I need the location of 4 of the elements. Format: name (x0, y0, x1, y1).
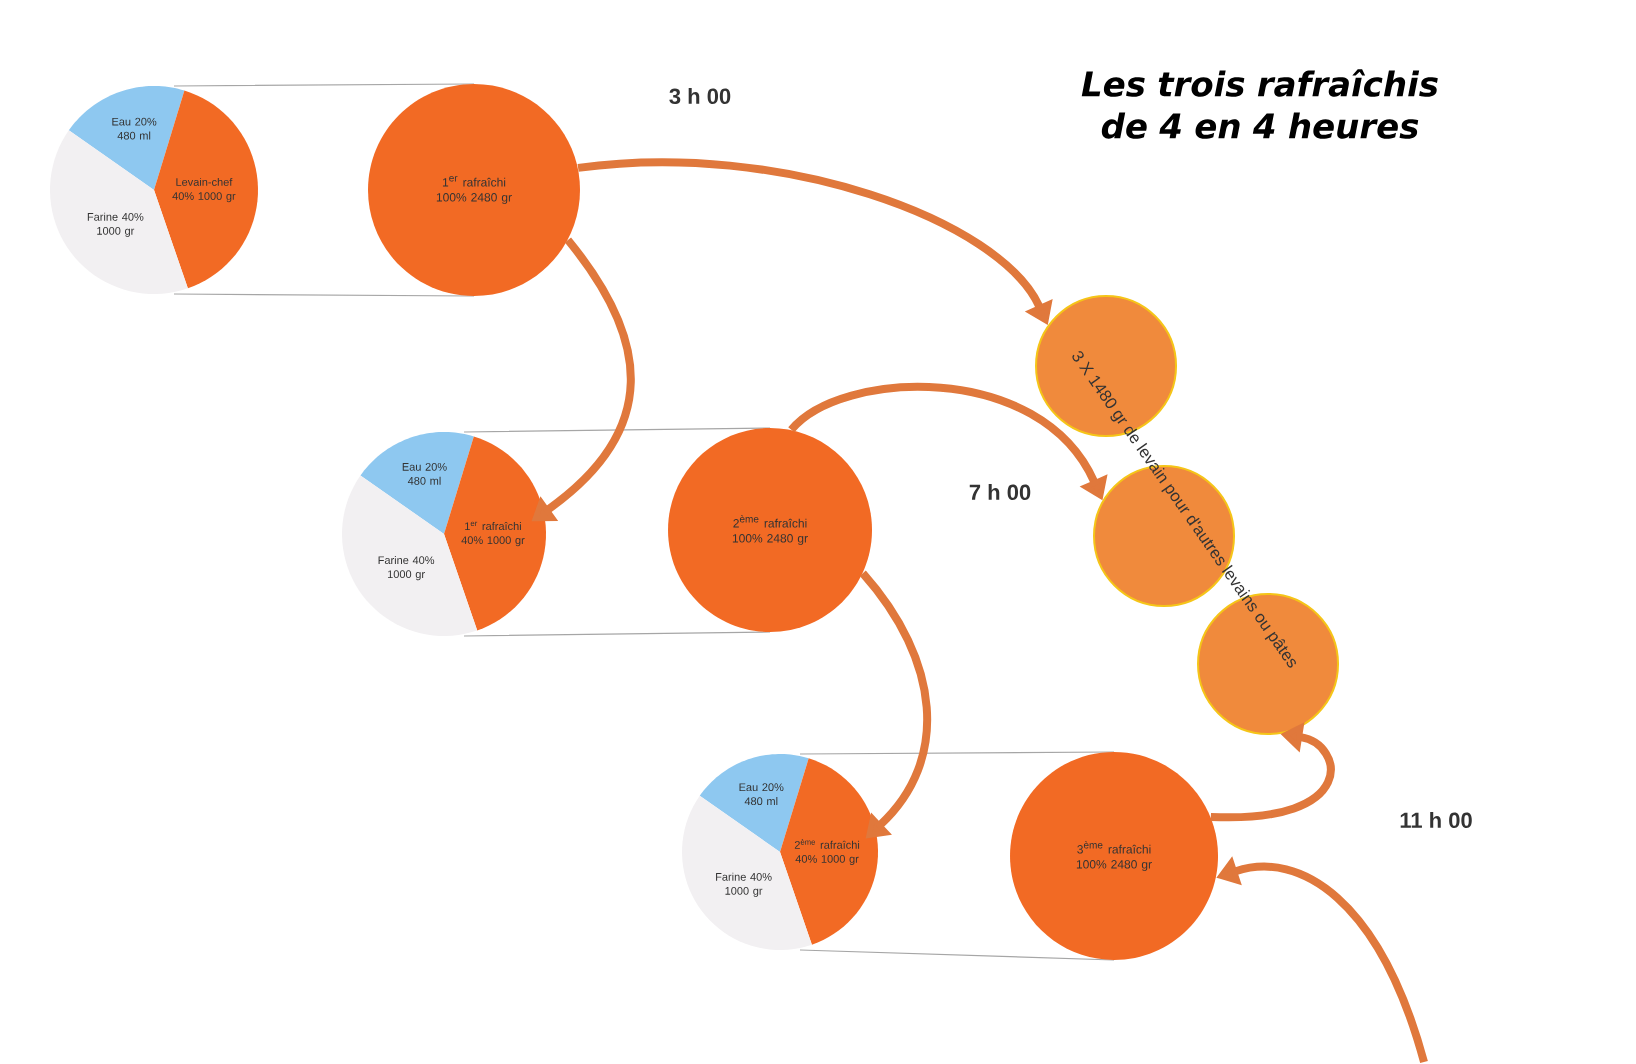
time-label: 11 h 00 (1400, 811, 1472, 829)
title: Les trois rafraîchis de 4 en 4 heures (1081, 69, 1438, 139)
time-label: 3 h 00 (669, 87, 731, 105)
time-label: 7 h 00 (969, 483, 1031, 501)
